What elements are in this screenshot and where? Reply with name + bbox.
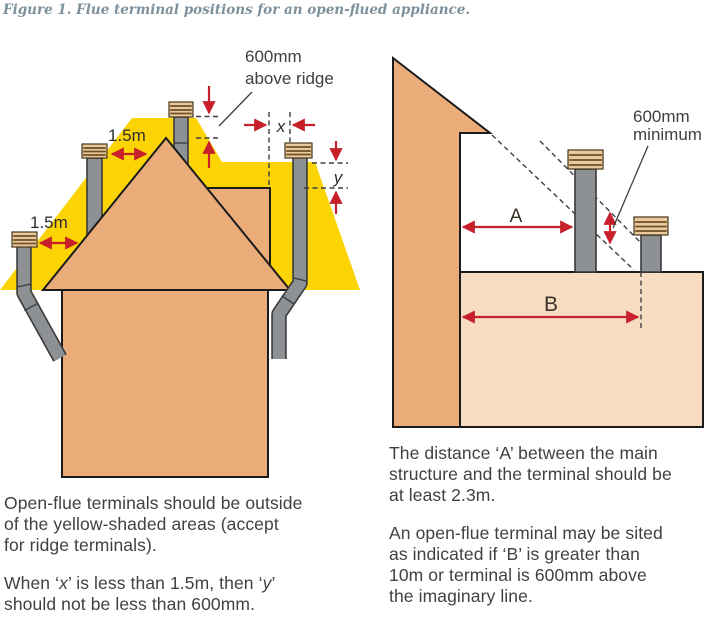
label-B: B xyxy=(544,293,558,316)
left-diagram-house-elevation: 600mm above ridge 1.5m 1.5m x xyxy=(0,47,360,478)
terminal-cap-icon xyxy=(567,149,604,170)
terminal-cap-icon xyxy=(81,143,108,159)
label-y: y xyxy=(333,168,344,187)
right-wall-flue-pipe xyxy=(271,142,313,359)
left-caption-para2: When ‘x’ is less than 1.5m, then ‘y’ sho… xyxy=(4,573,276,614)
house-body xyxy=(61,289,269,478)
label-x: x xyxy=(276,117,286,136)
short-flue-terminal xyxy=(633,216,669,273)
svg-text:above ridge: above ridge xyxy=(245,69,334,88)
terminal-cap-icon xyxy=(284,142,313,159)
left-wall-flue-pipe xyxy=(11,231,67,362)
right-caption-para1: The distance ‘A’ between the main struct… xyxy=(389,443,672,505)
label-A: A xyxy=(510,206,523,227)
tall-flue-terminal xyxy=(567,149,604,273)
low-building xyxy=(459,271,704,428)
figure-title: Figure 1. Flue terminal positions for an… xyxy=(3,2,471,18)
diagram-canvas: 600mm above ridge 1.5m 1.5m x xyxy=(0,47,704,478)
right-caption-para2: An open-flue terminal may be sited as in… xyxy=(389,523,663,606)
leader-line xyxy=(612,145,649,229)
label-1-5m-lower: 1.5m xyxy=(30,213,68,232)
terminal-cap-icon xyxy=(168,101,194,118)
imaginary-line-upper xyxy=(491,134,635,271)
right-diagram-adjacent-structure: A 600mm minimum B xyxy=(392,55,704,428)
terminal-cap-icon xyxy=(11,231,38,248)
right-caption: The distance ‘A’ between the main struct… xyxy=(389,443,719,607)
svg-text:minimum: minimum xyxy=(633,125,702,144)
terminal-cap-icon xyxy=(633,216,669,236)
right-diagram-annotations: A 600mm minimum B xyxy=(461,107,702,331)
left-caption-para1: Open-flue terminals should be outside of… xyxy=(4,493,303,555)
leader-line xyxy=(218,91,253,127)
label-600-above-ridge: 600mm xyxy=(245,47,302,66)
label-1-5m-upper: 1.5m xyxy=(108,126,146,145)
label-600-minimum: 600mm xyxy=(633,107,690,126)
left-caption: Open-flue terminals should be outside of… xyxy=(4,493,360,615)
left-diagram-annotations: 600mm above ridge 1.5m 1.5m x xyxy=(30,47,348,250)
